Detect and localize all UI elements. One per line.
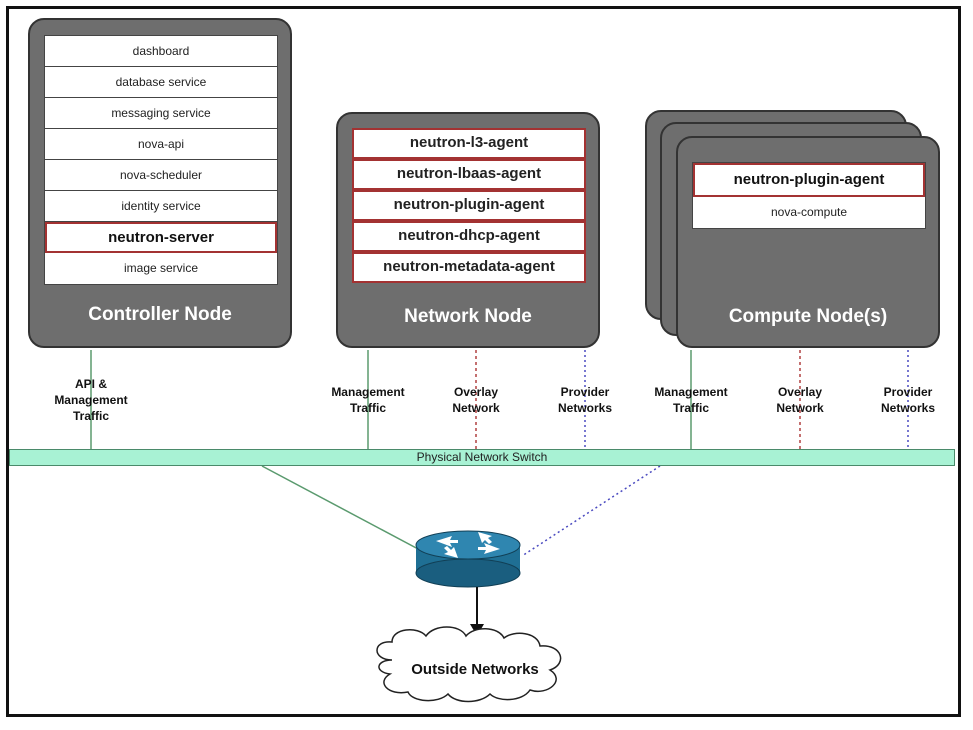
- label-compute-overlay: Overlay Network: [776, 385, 824, 415]
- compute-node: neutron-plugin-agent nova-compute Comput…: [676, 136, 940, 348]
- service-neutron-metadata-agent: neutron-metadata-agent: [352, 252, 586, 283]
- label-api-management-traffic: API & Management Traffic: [54, 377, 128, 423]
- service-neutron-l3-agent: neutron-l3-agent: [352, 128, 586, 159]
- physical-network-switch: Physical Network Switch: [9, 449, 955, 466]
- service-database: database service: [45, 67, 277, 98]
- service-nova-api: nova-api: [45, 129, 277, 160]
- switch-router-mgmt-line: [261, 465, 421, 551]
- label-network-management-traffic: Management Traffic: [331, 385, 405, 415]
- network-node: neutron-l3-agent neutron-lbaas-agent neu…: [336, 112, 600, 348]
- label-network-overlay: Overlay Network: [452, 385, 500, 415]
- compute-node-title: Compute Node(s): [728, 306, 888, 327]
- service-dashboard: dashboard: [45, 36, 277, 67]
- label-compute-management-traffic: Management Traffic: [654, 385, 728, 415]
- service-compute-neutron-plugin-agent: neutron-plugin-agent: [693, 163, 925, 197]
- service-messaging: messaging service: [45, 98, 277, 129]
- cloud-icon: [376, 626, 562, 703]
- outside-networks-label: Outside Networks: [411, 661, 539, 678]
- compute-service-list: neutron-plugin-agent nova-compute: [692, 162, 926, 229]
- service-identity: identity service: [45, 191, 277, 222]
- label-compute-provider: Provider Networks: [880, 385, 936, 415]
- service-neutron-server: neutron-server: [45, 222, 277, 253]
- service-image: image service: [45, 253, 277, 284]
- controller-service-list: dashboard database service messaging ser…: [44, 35, 278, 285]
- controller-node-title: Controller Node: [88, 304, 232, 325]
- label-network-provider: Provider Networks: [557, 385, 613, 415]
- router-icon: [415, 530, 521, 588]
- controller-node: dashboard database service messaging ser…: [28, 18, 292, 348]
- service-neutron-plugin-agent: neutron-plugin-agent: [352, 190, 586, 221]
- switch-router-provider-line: [521, 465, 661, 557]
- service-nova-scheduler: nova-scheduler: [45, 160, 277, 191]
- network-node-title: Network Node: [404, 306, 532, 327]
- network-service-list: neutron-l3-agent neutron-lbaas-agent neu…: [352, 128, 586, 283]
- service-nova-compute: nova-compute: [693, 197, 925, 228]
- service-neutron-dhcp-agent: neutron-dhcp-agent: [352, 221, 586, 252]
- service-neutron-lbaas-agent: neutron-lbaas-agent: [352, 159, 586, 190]
